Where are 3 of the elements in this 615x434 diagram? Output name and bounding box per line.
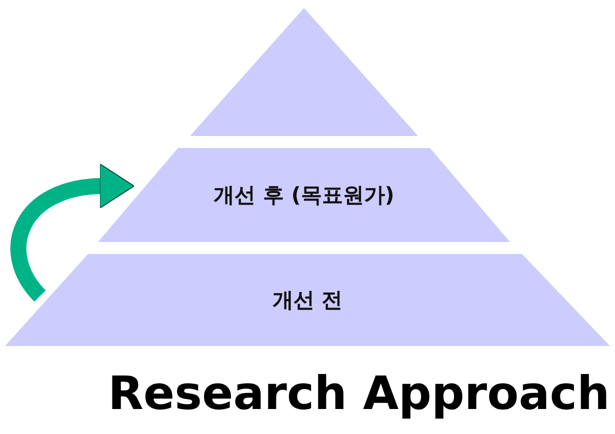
tier-label: 개선 후 (목표원가) [214, 182, 394, 209]
diagram-title: Research Approach [108, 366, 610, 420]
tier-label: 개선 전 [272, 287, 343, 314]
